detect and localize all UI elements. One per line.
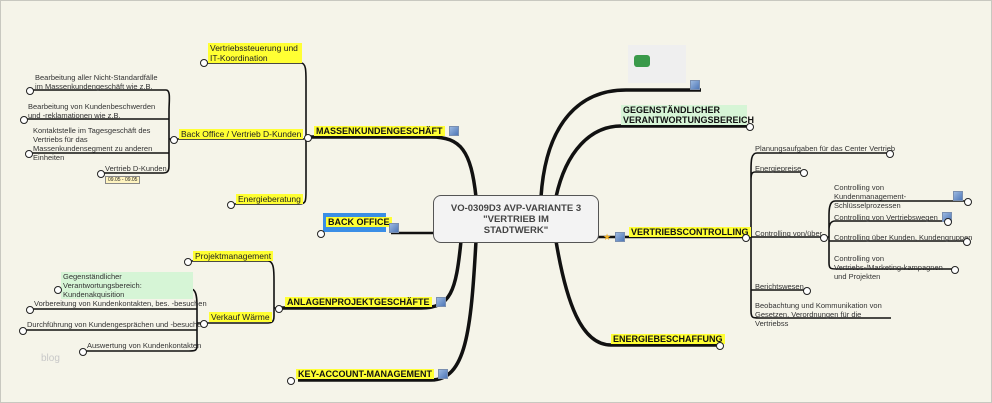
expand-toggle[interactable] bbox=[19, 327, 27, 335]
topic-vertriebssteuerung[interactable]: Vertriebssteuerung und IT-Koordination bbox=[208, 43, 302, 63]
topic-item[interactable]: Planungsaufgaben für das Center Vertrieb bbox=[755, 144, 896, 153]
topic-item[interactable]: Controlling von/über bbox=[755, 229, 823, 238]
expand-toggle[interactable] bbox=[79, 348, 87, 356]
expand-toggle[interactable] bbox=[227, 201, 235, 209]
topic-row: Controlling von Vertriebswegen bbox=[834, 212, 952, 222]
topic-item[interactable]: Controlling von Vertriebswegen bbox=[834, 212, 938, 222]
topic-key-account-management[interactable]: KEY-ACCOUNT-MANAGEMENT bbox=[296, 369, 434, 379]
expand-toggle[interactable] bbox=[200, 59, 208, 67]
central-topic-line: "VERTRIEB IM bbox=[483, 213, 549, 225]
topic-back-office[interactable]: BACK OFFICE bbox=[326, 217, 392, 227]
collapse-toggle[interactable] bbox=[820, 234, 828, 242]
expand-toggle[interactable] bbox=[964, 198, 972, 206]
central-topic-line: VO-0309D3 AVP-VARIANTE 3 bbox=[450, 202, 582, 214]
topic-item[interactable]: Durchführung von Kundengesprächen und -b… bbox=[27, 320, 206, 329]
topic-massenkundengeschaeft[interactable]: MASSENKUNDENGESCHÄFT bbox=[314, 126, 445, 136]
expand-toggle[interactable] bbox=[54, 286, 62, 294]
star-icon: ★ bbox=[603, 232, 612, 242]
logo-mark bbox=[634, 55, 650, 67]
expand-toggle[interactable] bbox=[97, 170, 105, 178]
expand-toggle[interactable] bbox=[963, 238, 971, 246]
collapse-toggle[interactable] bbox=[742, 234, 750, 242]
expand-toggle[interactable] bbox=[716, 342, 724, 350]
topic-item[interactable]: Bearbeitung aller Nicht-Standardfälle im… bbox=[35, 73, 158, 91]
topic-item[interactable]: Gegenständlicher Verantwortungsbereich: … bbox=[61, 272, 193, 299]
topic-anlagenprojektgeschaefte[interactable]: ANLAGENPROJEKTGESCHÄFTE bbox=[285, 297, 432, 307]
expand-toggle[interactable] bbox=[951, 266, 959, 274]
expand-toggle[interactable] bbox=[886, 150, 894, 158]
note-icon[interactable] bbox=[389, 223, 399, 233]
logo-image[interactable] bbox=[628, 45, 686, 83]
collapse-toggle[interactable] bbox=[304, 134, 312, 142]
topic-projektmanagement[interactable]: Projektmanagement bbox=[193, 251, 274, 261]
expand-toggle[interactable] bbox=[746, 123, 754, 131]
topic-row: KEY-ACCOUNT-MANAGEMENT bbox=[296, 369, 448, 379]
note-icon[interactable] bbox=[615, 232, 625, 242]
topic-item[interactable]: Bearbeitung von Kundenbeschwerden und -r… bbox=[28, 102, 156, 120]
collapse-toggle[interactable] bbox=[275, 305, 283, 313]
topic-energiebeschaffung[interactable]: ENERGIEBESCHAFFUNG bbox=[611, 334, 725, 344]
note-icon[interactable] bbox=[438, 369, 448, 379]
expand-toggle[interactable] bbox=[803, 287, 811, 295]
expand-toggle[interactable] bbox=[26, 306, 34, 314]
topic-item[interactable]: Kontaktstelle im Tagesgeschäft des Vertr… bbox=[33, 126, 153, 162]
expand-toggle[interactable] bbox=[20, 116, 28, 124]
topic-gegenstaendlicher-verantwortungsbereich[interactable]: GEGENSTÄNDLICHER VERANTWORTUNGSBEREICH bbox=[621, 105, 755, 125]
topic-verkauf-waerme[interactable]: Verkauf Wärme bbox=[209, 312, 272, 322]
topic-item[interactable]: Beobachtung und Kommunikation von Gesetz… bbox=[755, 301, 882, 328]
topic-back-office-vertrieb[interactable]: Back Office / Vertrieb D-Kunden bbox=[179, 129, 304, 139]
topic-vertrieb-d-kunden[interactable]: Vertrieb D-Kunden bbox=[105, 164, 167, 173]
topic-item[interactable]: Vorbereitung von Kundenkontakten, bes. -… bbox=[34, 299, 207, 308]
topic-energieberatung[interactable]: Energieberatung bbox=[236, 194, 303, 204]
collapse-toggle[interactable] bbox=[170, 136, 178, 144]
topic-item[interactable]: Auswertung von Kundenkontakten bbox=[87, 341, 202, 350]
note-icon[interactable] bbox=[435, 297, 446, 307]
topic-item[interactable]: Energiepreise bbox=[755, 164, 802, 173]
expand-toggle[interactable] bbox=[944, 218, 952, 226]
topic-item[interactable]: Berichtswesen bbox=[755, 282, 804, 291]
note-icon[interactable] bbox=[448, 126, 459, 136]
note-icon[interactable] bbox=[953, 191, 963, 201]
expand-toggle[interactable] bbox=[800, 169, 808, 177]
central-topic-line: STADTWERK" bbox=[483, 224, 549, 236]
note-icon[interactable] bbox=[690, 80, 700, 90]
expand-toggle[interactable] bbox=[25, 150, 33, 158]
date-badge: 09.05 - 09.05 bbox=[105, 176, 141, 184]
topic-row: ANLAGENPROJEKTGESCHÄFTE bbox=[285, 297, 446, 307]
expand-toggle[interactable] bbox=[317, 230, 325, 238]
topic-row: MASSENKUNDENGESCHÄFT bbox=[314, 126, 459, 136]
expand-toggle[interactable] bbox=[184, 258, 192, 266]
topic-item[interactable]: Controlling von Kundenmanagement-Schlüss… bbox=[834, 183, 907, 210]
expand-toggle[interactable] bbox=[287, 377, 295, 385]
expand-toggle[interactable] bbox=[26, 87, 34, 95]
topic-vertriebscontrolling[interactable]: VERTRIEBSCONTROLLING bbox=[629, 227, 751, 237]
topic-item[interactable]: Controlling über Kunden, Kundengruppen bbox=[834, 233, 973, 242]
collapse-toggle[interactable] bbox=[200, 320, 208, 328]
watermark: blog bbox=[41, 353, 60, 364]
topic-item[interactable]: Controlling von Vertriebs-/Marketing-kam… bbox=[834, 254, 943, 281]
